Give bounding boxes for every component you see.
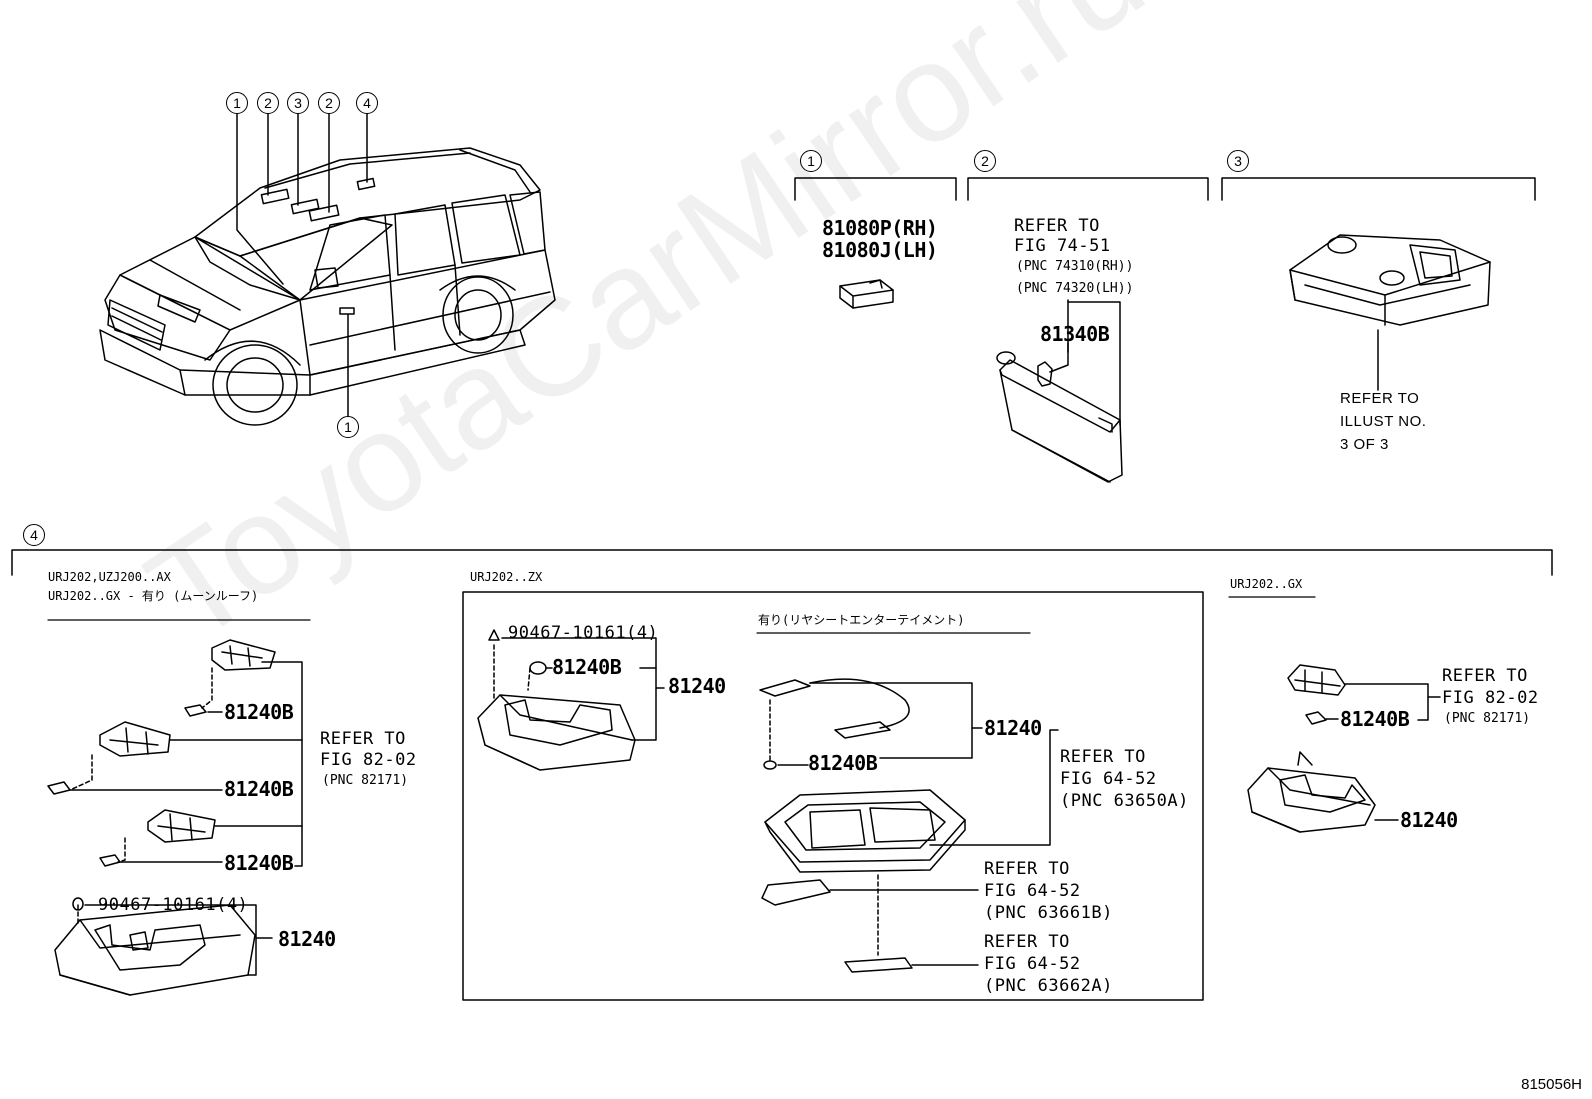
group-a-refer: REFER TO: [320, 729, 406, 749]
console-illust-page: 3 OF 3: [1340, 436, 1389, 453]
group-a-condition-1: URJ202,UZJ200..AX: [48, 570, 171, 584]
callout-1-door: 1: [337, 416, 359, 438]
section4-bracket: [11, 549, 1553, 576]
group-a-drawings: [47, 619, 311, 996]
section4-number: 4: [23, 524, 45, 546]
group-b-ref-a-1: REFER TO: [1060, 747, 1146, 767]
section3-number: 3: [1227, 150, 1249, 172]
group-a-bulb-1: 81240B: [224, 700, 294, 724]
group-c-pnc: (PNC 82171): [1444, 711, 1531, 726]
door-switch-drawing: [839, 279, 894, 309]
group-a-fig: FIG 82-02: [320, 750, 417, 770]
group-b-condition: URJ202..ZX: [470, 570, 543, 584]
section1-bracket: [794, 177, 957, 201]
visor-fig: FIG 74-51: [1014, 236, 1111, 256]
sun-visor-drawing: [996, 299, 1123, 483]
part-number-rh: 81080P(RH): [822, 216, 938, 240]
callout-3: 3: [287, 92, 309, 114]
group-b-option-bulb: 81240B: [808, 751, 878, 775]
part-number-lh: 81080J(LH): [822, 238, 938, 262]
group-b-ref-c-2: FIG 64-52: [984, 954, 1081, 974]
callout-1: 1: [226, 92, 248, 114]
console-refer: REFER TO: [1340, 390, 1420, 407]
section3-bracket: [1221, 177, 1536, 201]
group-b-drawings: [462, 591, 1204, 1001]
section2-number: 2: [974, 150, 996, 172]
group-b-ref-c-3: (PNC 63662A): [984, 976, 1113, 996]
console-illust: ILLUST NO.: [1340, 413, 1427, 430]
group-b-ref-c-1: REFER TO: [984, 932, 1070, 952]
document-id: 815056H: [1521, 1076, 1582, 1093]
group-b-ref-a-3: (PNC 63650A): [1060, 791, 1189, 811]
group-c-fig: FIG 82-02: [1442, 688, 1539, 708]
visor-bulb-number: 81340B: [1040, 322, 1110, 346]
group-a-lamp: 81240: [278, 927, 336, 951]
group-a-bulb-2: 81240B: [224, 777, 294, 801]
callout-4: 4: [356, 92, 378, 114]
group-b-ref-b-2: FIG 64-52: [984, 881, 1081, 901]
group-c-drawings: [1228, 596, 1441, 833]
group-b-bulb: 81240B: [552, 655, 622, 679]
group-a-bulb-3: 81240B: [224, 851, 294, 875]
visor-pnc-lh: (PNC 74320(LH)): [1016, 281, 1134, 296]
group-b-ref-a-2: FIG 64-52: [1060, 769, 1157, 789]
section2-bracket: [967, 177, 1209, 201]
section1-number: 1: [800, 150, 822, 172]
group-a-screw: 90467-10161(4): [98, 895, 249, 915]
visor-pnc-rh: (PNC 74310(RH)): [1016, 259, 1134, 274]
vehicle-illustration: [99, 112, 556, 426]
overhead-console-drawing: [1289, 234, 1491, 391]
group-b-screw: 90467-10161(4): [508, 623, 659, 643]
group-b-ref-b-1: REFER TO: [984, 859, 1070, 879]
group-b-option-lamp: 81240: [984, 716, 1042, 740]
group-b-lamp: 81240: [668, 674, 726, 698]
visor-refer: REFER TO: [1014, 216, 1100, 236]
group-a-condition-2: URJ202..GX - 有り (ムーンルーフ): [48, 589, 259, 603]
group-c-refer: REFER TO: [1442, 666, 1528, 686]
group-c-condition: URJ202..GX: [1230, 577, 1303, 591]
group-b-ref-b-3: (PNC 63661B): [984, 903, 1113, 923]
group-b-option: 有り(リヤシートエンターテイメント): [758, 613, 965, 627]
group-c-bulb: 81240B: [1340, 707, 1410, 731]
group-c-lamp: 81240: [1400, 808, 1458, 832]
callout-2: 2: [257, 92, 279, 114]
callout-2b: 2: [318, 92, 340, 114]
group-a-pnc: (PNC 82171): [322, 773, 409, 788]
